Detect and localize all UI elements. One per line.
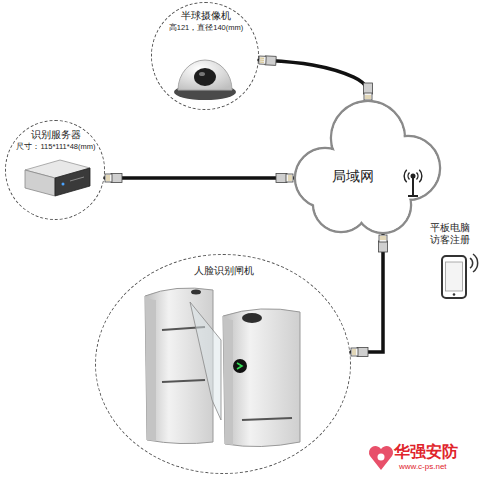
tablet-device: 平板电脑 访客注册: [420, 222, 480, 304]
node-title: 平板电脑 访客注册: [428, 222, 472, 246]
cable-path: [259, 60, 368, 100]
cloud-outline: [293, 100, 443, 235]
rj45-plug: [351, 348, 368, 357]
network-cable: [259, 56, 373, 100]
server-circle: 识别服务器尺寸：115*111*48(mm): [5, 120, 105, 220]
gate-circle: 人脸识别闸机: [95, 254, 351, 474]
node-title: 识别服务器: [31, 129, 81, 141]
watermark-logo: [369, 446, 393, 470]
mini-server: [25, 160, 90, 196]
rj45-plug: [379, 235, 388, 252]
network-cable: [351, 235, 388, 357]
rj45-plug: [364, 83, 373, 100]
node-detail: 高121，直径140(mm): [169, 23, 244, 32]
tablet-icon: [442, 254, 478, 298]
camera-circle: 半球摄像机高121，直径140(mm): [151, 2, 259, 110]
rj45-plug: [259, 56, 276, 66]
rj45-plug: [105, 174, 122, 183]
cable-path: [351, 235, 383, 352]
node-title: 人脸识别闸机: [194, 265, 254, 277]
cable-path: [105, 176, 293, 180]
node-title: 半球摄像机: [181, 10, 231, 22]
watermark-url: www.c-ps.net: [399, 463, 447, 472]
node-detail: 尺寸：115*111*48(mm): [16, 142, 95, 151]
dome-camera: [174, 60, 236, 100]
turnstile-gate: [145, 288, 300, 447]
node-title: 局域网: [332, 168, 374, 185]
network-cloud: 局域网: [293, 100, 443, 235]
watermark-text: 华强安防: [394, 443, 458, 461]
rj45-plug: [276, 174, 293, 183]
network-cable: [105, 174, 293, 183]
wifi-antenna: [404, 170, 422, 196]
